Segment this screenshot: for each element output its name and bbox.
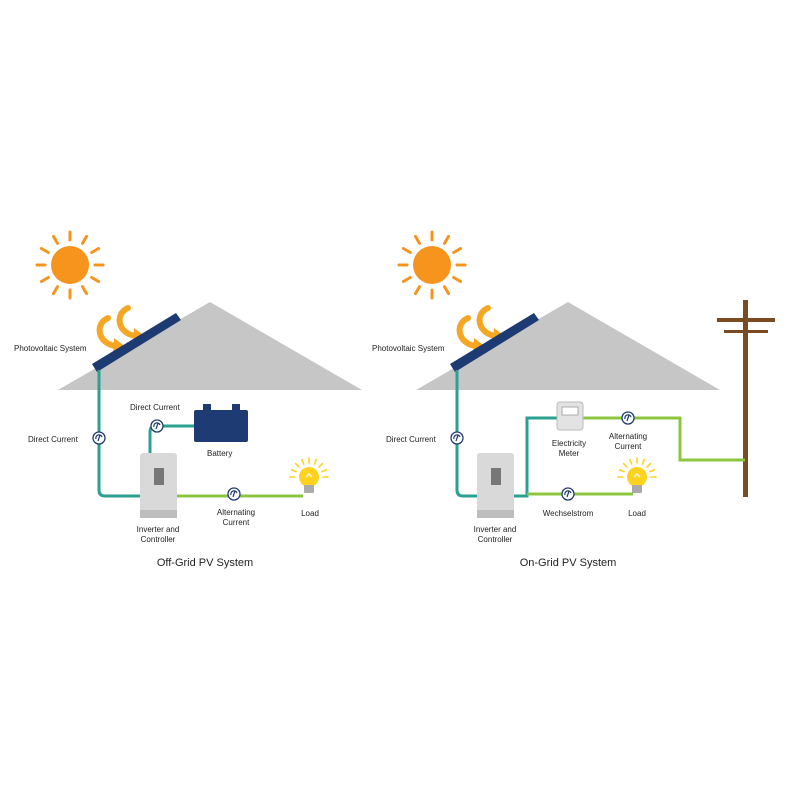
sun-ray bbox=[414, 234, 421, 245]
inverter-label: Inverter and bbox=[474, 525, 517, 534]
wechselstrom-label: Wechselstrom bbox=[543, 509, 594, 518]
bulb-ray bbox=[622, 462, 628, 468]
meter-label: Meter bbox=[559, 449, 580, 458]
light-bulb-icon bbox=[617, 457, 657, 493]
bulb-ray bbox=[646, 462, 652, 468]
current-symbol-icon bbox=[450, 431, 464, 445]
light-bulb-icon bbox=[289, 457, 329, 493]
direct-current-label: Direct Current bbox=[386, 435, 437, 444]
sunlight-arrow bbox=[96, 315, 119, 349]
sunlight-arrow bbox=[476, 305, 499, 339]
bulb-ray bbox=[641, 458, 646, 465]
sun-ray bbox=[52, 285, 59, 296]
sun-ray bbox=[401, 276, 412, 283]
sunlight-arrow bbox=[456, 315, 479, 349]
bulb-ray bbox=[313, 458, 318, 465]
bulb-ray bbox=[318, 462, 324, 468]
sun-ray bbox=[39, 276, 50, 283]
sun-icon bbox=[35, 230, 105, 300]
sun-icon bbox=[397, 230, 467, 300]
sun-ray bbox=[414, 285, 421, 296]
inverter-label: Controller bbox=[141, 535, 176, 544]
current-symbol-icon bbox=[150, 419, 164, 433]
sun-ray bbox=[452, 276, 463, 283]
direct-current-label: Direct Current bbox=[28, 435, 79, 444]
bulb-ray bbox=[649, 468, 656, 473]
battery-icon bbox=[194, 404, 248, 442]
sun-ray bbox=[443, 285, 450, 296]
utility-pole-icon bbox=[717, 300, 775, 497]
photovoltaic-label: Photovoltaic System bbox=[372, 344, 445, 353]
bulb-ray bbox=[300, 458, 305, 465]
ac-wire-meter-to-grid bbox=[583, 416, 745, 462]
electricity-meter-icon bbox=[556, 401, 584, 431]
load-label: Load bbox=[301, 509, 319, 518]
ongrid-system: Photovoltaic System Direct Current Elect… bbox=[372, 230, 775, 569]
sun-ray bbox=[81, 285, 88, 296]
current-symbol-icon bbox=[561, 487, 575, 501]
sun-ray bbox=[452, 247, 463, 254]
sun-ray bbox=[52, 234, 59, 245]
caption: On-Grid PV System bbox=[520, 557, 617, 569]
inverter-icon bbox=[477, 453, 514, 518]
sunlight-arrow bbox=[116, 305, 139, 339]
house-roof bbox=[58, 302, 362, 390]
ac-wire-inverter-loop bbox=[513, 416, 557, 498]
meter-label: Electricity bbox=[552, 439, 586, 448]
offgrid-system: Photovoltaic System Direct Current Direc… bbox=[14, 230, 362, 569]
current-symbol-icon bbox=[92, 431, 106, 445]
solar-panel-icon bbox=[450, 313, 539, 372]
ac-label: Alternating bbox=[217, 508, 255, 517]
solar-panel-icon bbox=[92, 313, 181, 372]
bulb-ray bbox=[618, 468, 625, 473]
load-label: Load bbox=[628, 509, 646, 518]
current-symbol-icon bbox=[227, 487, 241, 501]
dc-wire-panel-to-inverter bbox=[97, 370, 142, 498]
inverter-icon bbox=[140, 453, 177, 518]
bulb-ray bbox=[321, 468, 328, 473]
ac-label: Alternating bbox=[609, 432, 647, 441]
photovoltaic-label: Photovoltaic System bbox=[14, 344, 87, 353]
bulb-ray bbox=[628, 458, 633, 465]
caption: Off-Grid PV System bbox=[157, 557, 253, 569]
direct-current-label: Direct Current bbox=[130, 403, 181, 412]
inverter-label: Inverter and bbox=[137, 525, 180, 534]
bulb-ray bbox=[294, 462, 300, 468]
dc-wire-panel-to-inverter bbox=[455, 370, 478, 498]
house-roof bbox=[416, 302, 720, 390]
battery-label: Battery bbox=[207, 449, 232, 458]
sun-ray bbox=[90, 276, 101, 283]
sun-ray bbox=[39, 247, 50, 254]
ac-label: Current bbox=[223, 518, 250, 527]
sun-ray bbox=[90, 247, 101, 254]
ac-label: Current bbox=[615, 442, 642, 451]
sun-ray bbox=[81, 234, 88, 245]
current-symbol-icon bbox=[621, 411, 635, 425]
sun-ray bbox=[401, 247, 412, 254]
sun-ray bbox=[443, 234, 450, 245]
inverter-label: Controller bbox=[478, 535, 513, 544]
bulb-ray bbox=[290, 468, 297, 473]
